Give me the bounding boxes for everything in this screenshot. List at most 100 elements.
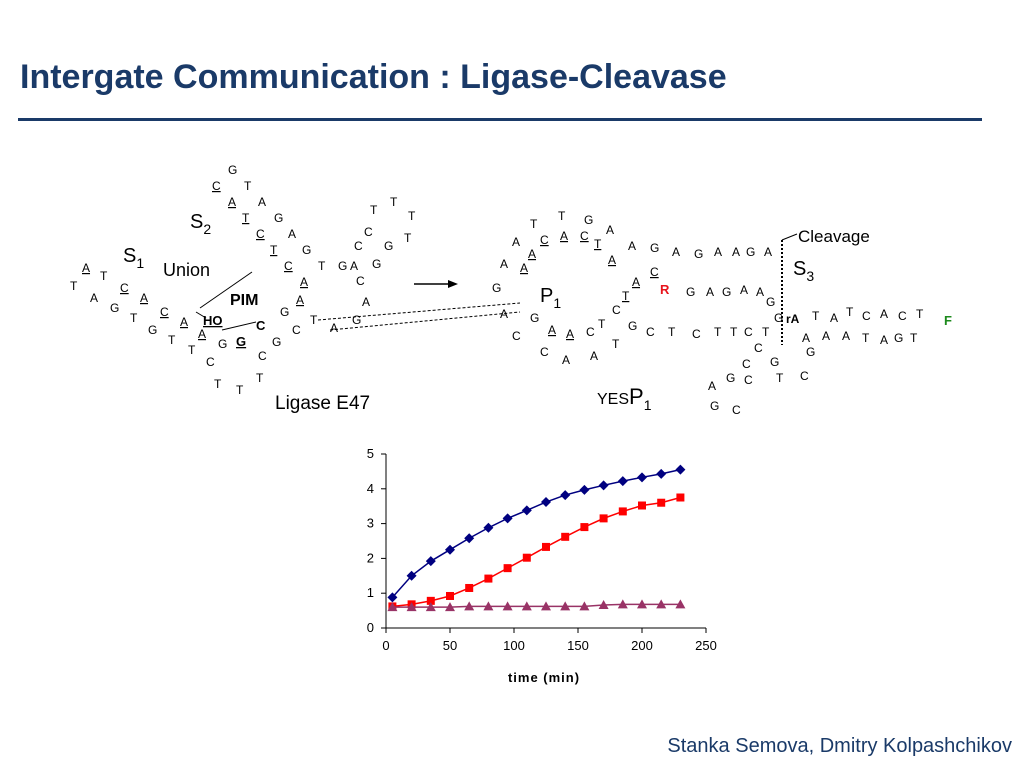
nucleotide: T xyxy=(404,231,412,245)
nucleotide: A xyxy=(628,239,636,253)
nucleotide: A xyxy=(512,235,520,249)
nucleotide: T xyxy=(612,337,620,351)
nucleotide: C xyxy=(744,325,753,339)
nucleotide: G xyxy=(710,399,719,413)
series-1-point xyxy=(656,468,667,479)
nucleotide: A xyxy=(802,331,810,345)
nucleotide: T xyxy=(846,305,854,319)
nucleotide: T xyxy=(594,237,602,251)
nucleotide: G xyxy=(148,323,157,337)
nucleotide: C xyxy=(512,329,521,343)
nucleotide: C xyxy=(692,327,701,341)
series-line-2 xyxy=(392,496,681,608)
nucleotide: C xyxy=(744,373,753,387)
nucleotide: T xyxy=(408,209,416,223)
nucleotide: C xyxy=(650,265,659,279)
nucleotide: G xyxy=(228,163,237,177)
series-1-point xyxy=(598,480,609,491)
nucleotide: A xyxy=(706,285,714,299)
yes-p1-label: YESP1 xyxy=(597,384,652,413)
y-tick-label: 3 xyxy=(367,516,374,531)
series-3-point xyxy=(502,601,513,611)
nucleotide: G xyxy=(806,345,815,359)
y-tick-label: 4 xyxy=(367,481,374,496)
nucleotide: T xyxy=(244,179,252,193)
series-3-point xyxy=(483,601,494,611)
nucleotide: C xyxy=(292,323,301,337)
nucleotide: T xyxy=(390,195,398,209)
nucleotide: A xyxy=(560,229,568,243)
nucleotide: A xyxy=(198,327,206,341)
nucleotide: A xyxy=(300,275,308,289)
nucleotide: C xyxy=(862,309,871,323)
nucleotide: A xyxy=(732,245,740,259)
nucleotide: T xyxy=(270,243,278,257)
nucleotide: A xyxy=(258,195,266,209)
series-2-point xyxy=(426,596,435,605)
series-1-point xyxy=(675,464,686,475)
chart-series xyxy=(387,464,686,612)
nucleotide: C xyxy=(742,357,751,371)
p1-label: P1 xyxy=(540,285,561,311)
nucleotide: A xyxy=(764,245,772,259)
nucleotide: G xyxy=(272,335,281,349)
series-line-1 xyxy=(391,468,681,598)
series-3-point xyxy=(445,602,455,612)
nucleotide: G xyxy=(722,285,731,299)
nucleotide: G xyxy=(650,241,659,255)
nucleotide: A xyxy=(562,353,570,367)
nucleotide: T xyxy=(310,313,318,327)
series-1-point xyxy=(425,556,436,567)
nucleotide: T xyxy=(598,317,606,331)
nucleotide: T xyxy=(916,307,924,321)
s2-label: S2 xyxy=(190,211,211,237)
nucleotide: T xyxy=(776,371,784,385)
x-tick-label: 150 xyxy=(567,638,589,653)
nucleotide: C xyxy=(212,179,221,193)
nucleotide: G xyxy=(384,239,393,253)
nucleotide: C xyxy=(354,239,363,253)
nucleotide: G xyxy=(492,281,501,295)
y-tick-label: 0 xyxy=(367,620,374,635)
nucleotide: T xyxy=(812,309,820,323)
series-3-point xyxy=(387,602,398,612)
nucleotide: G xyxy=(338,259,347,273)
nucleotide: A xyxy=(708,379,716,393)
nucleotide: G xyxy=(766,295,775,309)
nucleotide: C xyxy=(612,303,621,317)
author-credit: Stanka Semova, Dmitry Kolpashchikov xyxy=(667,735,1012,757)
nucleotide: A xyxy=(880,307,888,321)
nucleotide: T xyxy=(862,331,870,345)
series-3-point xyxy=(617,599,628,609)
y-tick-label: 5 xyxy=(367,446,374,461)
series-2-point xyxy=(542,542,550,551)
nucleotide: C xyxy=(732,403,741,417)
nucleotide: T xyxy=(256,371,264,385)
x-tick-label: 100 xyxy=(503,638,525,653)
series-1-point xyxy=(637,472,647,483)
strand-lines xyxy=(195,233,798,345)
nucleotide: A xyxy=(590,349,598,363)
series-2-point xyxy=(657,498,666,507)
dashed-ligation-line-1 xyxy=(317,302,521,321)
nucleotide: A xyxy=(296,293,304,307)
nucleotide: A xyxy=(500,307,508,321)
cleavage-pointer xyxy=(781,233,798,241)
ligase-label: Ligase E47 xyxy=(275,393,370,414)
series-1-point xyxy=(521,505,532,516)
series-2-point xyxy=(618,507,627,516)
nucleotide: T xyxy=(242,211,250,225)
series-1-point xyxy=(579,484,590,495)
nucleotide: A xyxy=(362,295,370,309)
nucleotide: A xyxy=(548,323,556,337)
nucleotide: T xyxy=(668,325,676,339)
nucleotide: A xyxy=(566,327,574,341)
nucleotide: A xyxy=(90,291,98,305)
slide-title: Intergate Communication : Ligase-Cleavas… xyxy=(20,58,727,96)
nucleotide: T xyxy=(910,331,918,345)
nucleotide: G xyxy=(726,371,735,385)
nucleotide: A xyxy=(842,329,850,343)
